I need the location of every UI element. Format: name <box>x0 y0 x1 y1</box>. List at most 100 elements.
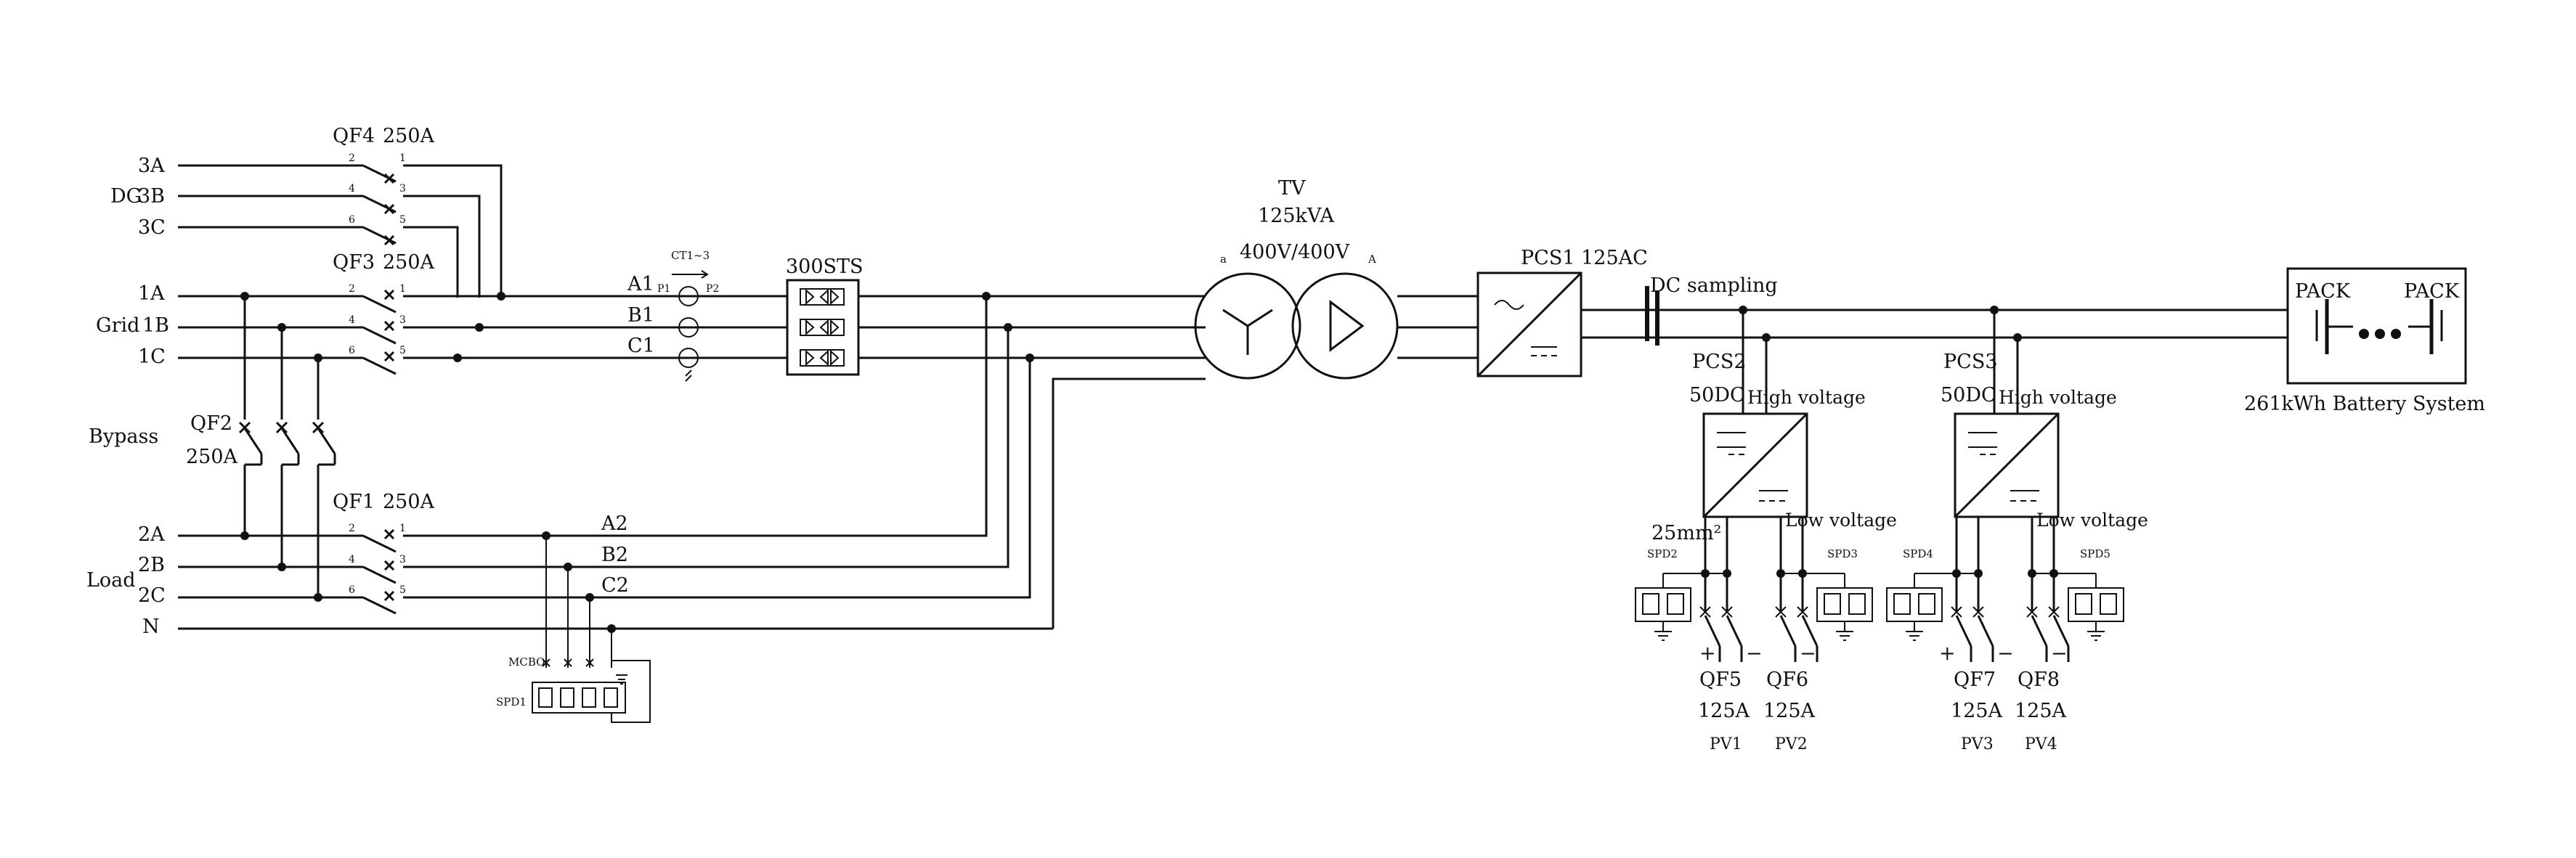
qf5-plus: + <box>1699 642 1716 665</box>
grid-feeder <box>178 289 1206 375</box>
pcs2-high-voltage-label: High voltage <box>1747 387 1866 408</box>
qf7-plus: + <box>1939 642 1956 665</box>
transformer-tag-a: a <box>1220 253 1227 266</box>
dg-feeder <box>178 164 503 298</box>
pcs2-rating: 50DC <box>1689 384 1745 406</box>
qf5-rating: 125A <box>1698 700 1750 722</box>
qf4-pin-3: 3 <box>399 183 406 195</box>
qf4-pin-5: 5 <box>399 214 406 226</box>
pcs3-rating: 50DC <box>1941 384 1996 406</box>
transformer-wye-winding-icon <box>1194 272 1301 380</box>
qf4-labels: QF4 250A 2 4 6 1 3 5 <box>333 125 435 226</box>
bus-label-dg: DG <box>110 185 142 208</box>
cable-size-label: 25mm² <box>1651 522 1721 544</box>
qf3-labels: QF3 250A 2 4 6 1 3 5 <box>333 251 435 356</box>
battery-system: PACK PACK 261kWh Battery System <box>2244 267 2485 415</box>
pcs1-assembly: PCS1 125AC DC sampling <box>1476 247 2288 377</box>
qf1-pin-4: 4 <box>349 554 355 565</box>
qf2-rating: 250A <box>186 446 238 468</box>
pcs3-name: PCS3 <box>1943 351 1998 373</box>
ct1-icon <box>678 286 699 306</box>
phase-label-3a: 3A <box>138 155 165 177</box>
line-label-a1: A1 <box>627 273 654 295</box>
qf1-pin-6: 6 <box>349 584 355 596</box>
dg-bus-labels: 3A DG 3B 3C <box>110 155 166 239</box>
dc-sampling-label: DC sampling <box>1650 274 1778 297</box>
qf1-rating: 250A <box>383 491 435 513</box>
pv4-label: PV4 <box>2025 735 2057 753</box>
bus-label-grid: Grid <box>96 314 139 337</box>
sts-label: 300STS <box>786 256 864 278</box>
qf2-name: QF2 <box>190 412 232 435</box>
qf5-name: QF5 <box>1699 669 1742 691</box>
qf6-name: QF6 <box>1766 669 1808 691</box>
qf4-pin-6: 6 <box>349 214 355 226</box>
phase-label-1a: 1A <box>138 282 165 305</box>
qf8-minus: − <box>2051 642 2068 665</box>
qf6-rating: 125A <box>1763 700 1816 722</box>
phase-label-n: N <box>142 616 160 638</box>
transformer-rating: 125kVA <box>1258 205 1335 227</box>
qf3-rating: 250A <box>383 251 435 274</box>
spd3-label: SPD3 <box>1827 547 1858 560</box>
pcs2-low-voltage-label: Low voltage <box>1785 510 1897 531</box>
bus-label-load: Load <box>86 569 136 592</box>
spd2-label: SPD2 <box>1647 547 1678 560</box>
qf1-pin-3: 3 <box>399 554 406 565</box>
pv1-label: PV1 <box>1710 735 1742 753</box>
phase-label-2b: 2B <box>138 554 165 576</box>
qf4-rating: 250A <box>383 125 435 147</box>
phase-label-1b: 1B <box>142 314 169 337</box>
line-label-c1: C1 <box>627 335 655 357</box>
qf3-pin-4: 4 <box>349 314 355 326</box>
phase-label-2c: 2C <box>138 584 166 607</box>
qf3-pin-2: 2 <box>349 283 355 295</box>
phase-label-3b: 3B <box>138 185 165 208</box>
qf4-pin-4: 4 <box>349 183 355 195</box>
pv3-label: PV3 <box>1961 735 1994 753</box>
transformer-voltage: 400V/400V <box>1240 241 1350 263</box>
qf4-name: QF4 <box>333 125 375 147</box>
pcs2-assembly: PCS2 50DC High voltage Low voltage 25mm²… <box>1635 310 1897 753</box>
line-label-a2: A2 <box>601 512 628 535</box>
transformer-tag-A: A <box>1368 253 1376 266</box>
ct2-icon <box>678 317 699 338</box>
qf3-pin-3: 3 <box>399 314 406 326</box>
ct-p2-label: P2 <box>706 283 719 295</box>
spd1-assembly: MCBO SPD1 <box>496 536 651 723</box>
transformer-delta-winding-icon <box>1291 272 1399 380</box>
pv2-label: PV2 <box>1775 735 1808 753</box>
qf3-pin-1: 1 <box>399 283 406 295</box>
spd1-label: SPD1 <box>496 695 527 708</box>
line-label-c2: C2 <box>601 574 629 597</box>
qf1-name: QF1 <box>333 491 375 513</box>
transformer: TV 125kVA 400V/400V a A <box>1194 177 1478 380</box>
qf1-pin-5: 5 <box>399 584 406 596</box>
load-bus-labels: 2A 2B Load 2C N <box>86 523 166 638</box>
pcs2-name: PCS2 <box>1692 351 1747 373</box>
mcbo-label: MCBO <box>508 655 545 669</box>
qf4-pin-1: 1 <box>399 152 406 164</box>
qf5-minus: − <box>1746 642 1763 665</box>
pack-left-label: PACK <box>2295 280 2351 303</box>
grid-bus-labels: 1A Grid 1B 1C <box>96 282 169 368</box>
spd5-label: SPD5 <box>2080 547 2110 560</box>
qf3-pin-5: 5 <box>399 345 406 356</box>
pcs3-low-voltage-label: Low voltage <box>2036 510 2148 531</box>
qf3-name: QF3 <box>333 251 375 274</box>
qf1-labels: QF1 250A 2 4 6 1 3 5 A2 B2 C2 <box>333 491 629 597</box>
pcs1-label: PCS1 125AC <box>1521 247 1648 269</box>
qf3-pin-6: 6 <box>349 345 355 356</box>
phase-label-2a: 2A <box>138 523 165 546</box>
ct-assembly: CT1~3 P1 P2 A1 B1 C1 <box>627 249 719 382</box>
ct3-icon <box>678 348 699 368</box>
qf7-name: QF7 <box>1954 669 1996 691</box>
line-label-b2: B2 <box>601 544 628 566</box>
phase-label-1c: 1C <box>138 346 166 368</box>
qf8-name: QF8 <box>2018 669 2060 691</box>
ct-p1-label: P1 <box>657 283 670 295</box>
pcs3-high-voltage-label: High voltage <box>1999 387 2117 408</box>
battery-system-label: 261kWh Battery System <box>2244 393 2485 415</box>
pcs3-assembly: PCS3 50DC High voltage Low voltage SPD4 … <box>1886 310 2148 753</box>
